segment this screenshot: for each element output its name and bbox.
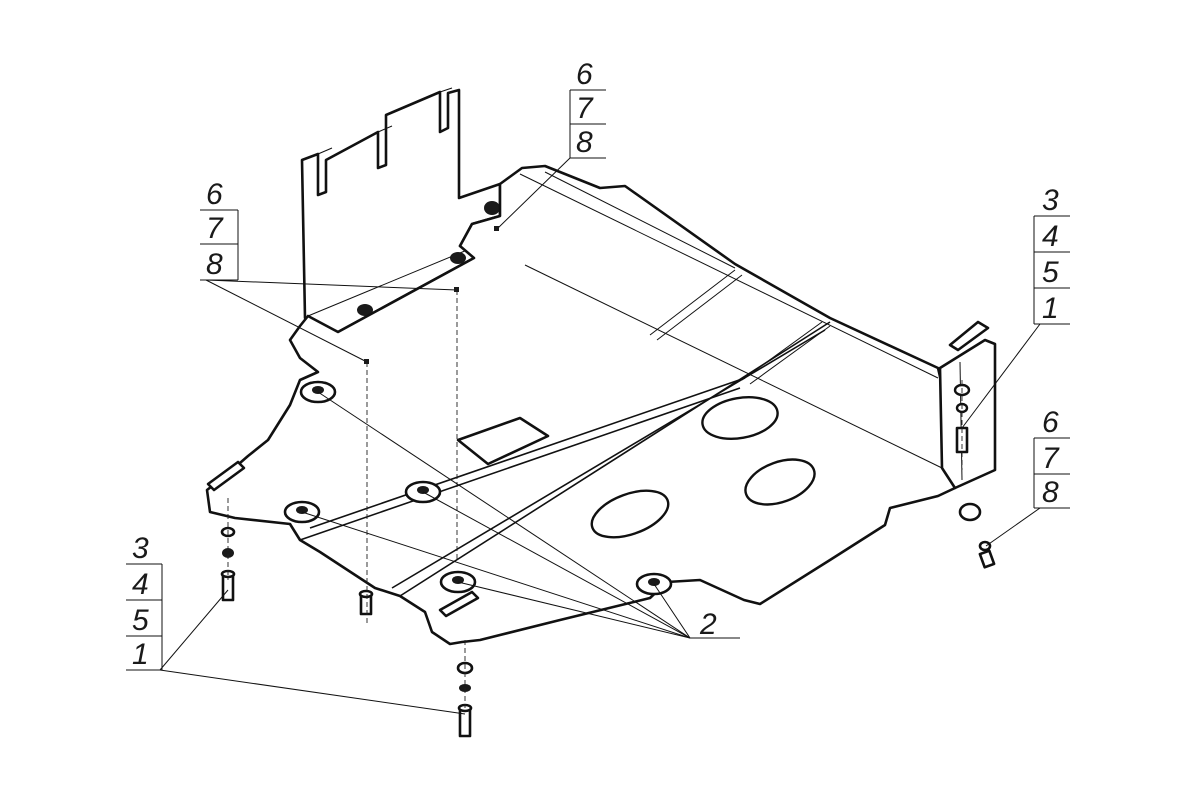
callout-label: 4 bbox=[132, 568, 149, 601]
callout-top-center: 6 7 8 bbox=[569, 58, 606, 159]
callout-label: 3 bbox=[1042, 184, 1059, 217]
callout-top-left: 6 7 8 bbox=[200, 178, 239, 281]
fasteners bbox=[220, 526, 474, 738]
leader-lines bbox=[159, 157, 1041, 715]
callout-label: 3 bbox=[132, 532, 149, 565]
callout-label: 7 bbox=[206, 212, 224, 245]
callout-bottom-right: 2 bbox=[699, 608, 717, 641]
callout-label: 1 bbox=[1042, 292, 1059, 325]
callout-label: 8 bbox=[206, 248, 223, 281]
callout-label: 8 bbox=[1042, 476, 1059, 509]
callout-label: 6 bbox=[576, 58, 593, 91]
callout-label: 4 bbox=[1042, 220, 1059, 253]
right-bracket bbox=[938, 320, 997, 569]
callout-bottom-left: 3 4 5 1 bbox=[126, 532, 163, 671]
callout-label: 8 bbox=[576, 126, 593, 159]
callout-label: 7 bbox=[576, 92, 594, 125]
callout-label: 5 bbox=[1042, 256, 1059, 289]
callout-label: 6 bbox=[206, 178, 223, 211]
callout-label: 5 bbox=[132, 604, 149, 637]
callout-label: 7 bbox=[1042, 442, 1060, 475]
callout-label: 1 bbox=[132, 638, 149, 671]
assembly-lines bbox=[227, 290, 963, 708]
callout-label: 2 bbox=[699, 608, 717, 641]
callout-right-lower: 6 7 8 bbox=[1033, 406, 1070, 509]
callout-right-upper: 3 4 5 1 bbox=[1033, 184, 1070, 325]
edge-tabs bbox=[206, 460, 480, 618]
callout-label: 6 bbox=[1042, 406, 1059, 439]
